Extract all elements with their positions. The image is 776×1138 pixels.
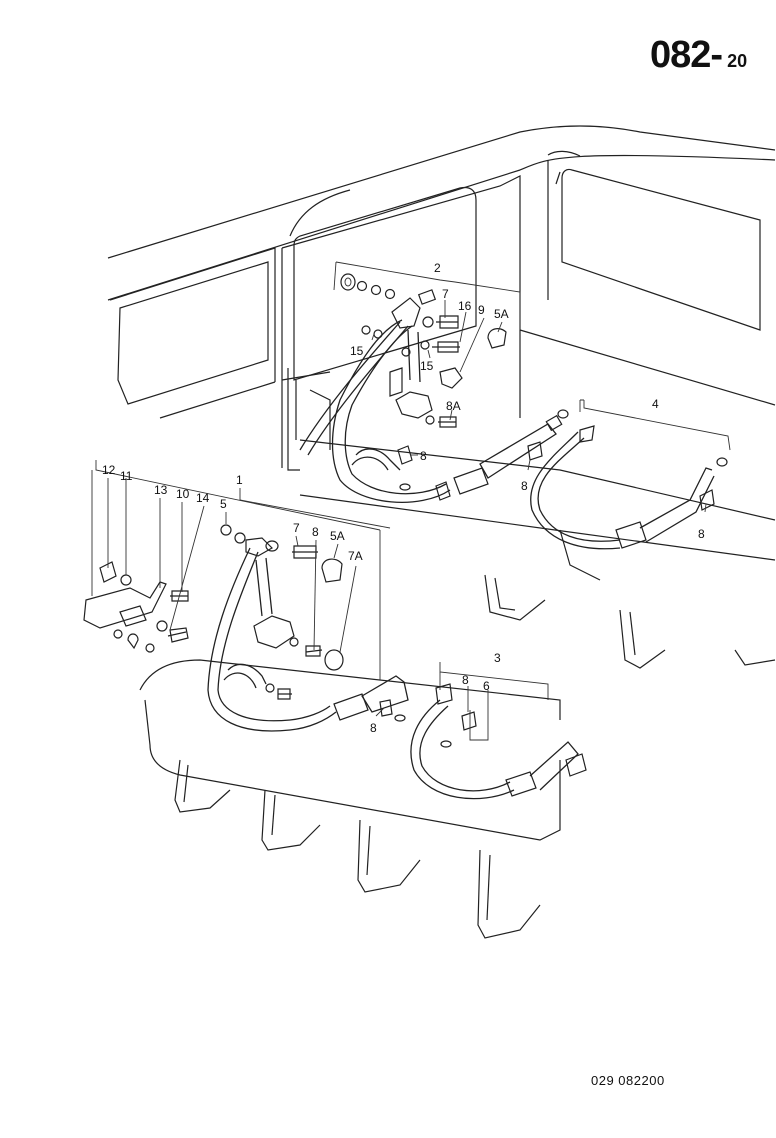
- group-label-2: 2: [434, 261, 441, 275]
- callout-g2-15a: 15: [350, 344, 364, 358]
- callout-g2-15b: 15: [420, 359, 434, 373]
- washer-icon: [156, 620, 168, 632]
- belt-buckle-icon: [505, 771, 537, 797]
- bracket-icon: [83, 581, 167, 629]
- washer-icon: [113, 629, 123, 639]
- callout-g1-7: 7: [293, 521, 300, 535]
- callout-g2-8A: 8A: [446, 399, 461, 413]
- belt-assembly-1: [207, 488, 409, 732]
- washer-icon: [356, 280, 368, 292]
- bolt-icon: [292, 545, 318, 559]
- washer-icon: [289, 637, 299, 647]
- bolt-icon: [167, 627, 189, 643]
- cover-cap-icon: [324, 649, 344, 671]
- page-number: 082-20: [650, 34, 747, 77]
- washer-icon: [234, 532, 246, 544]
- bracket-icon: [417, 289, 437, 305]
- group-label-3: 3: [494, 651, 501, 665]
- front-seat-bench: [139, 659, 561, 939]
- belt-assembly-2: [299, 261, 569, 503]
- rear-seat-frame: [299, 439, 776, 669]
- retractor-anchor-icon: [245, 537, 273, 557]
- group-label-4: 4: [652, 397, 659, 411]
- callout-g2-7: 7: [442, 287, 449, 301]
- belt-buckle-icon: [333, 693, 369, 721]
- cover-cap-icon: [487, 328, 507, 349]
- callout-g2-5A: 5A: [494, 307, 509, 321]
- callout-g3-8: 8: [462, 673, 469, 687]
- washer-icon: [399, 483, 411, 491]
- callout-g2-8: 8: [420, 449, 427, 463]
- callout-10: 10: [176, 487, 190, 501]
- group-label-1: 1: [236, 473, 243, 487]
- page-number-main: 082: [650, 34, 711, 76]
- belt-buckle-icon: [615, 521, 647, 549]
- callout-g1-7A: 7A: [348, 549, 363, 563]
- belt-buckle-icon: [435, 481, 451, 501]
- callout-12: 12: [102, 463, 116, 477]
- bolt-icon: [397, 445, 413, 465]
- retractor-anchor-icon: [391, 297, 421, 329]
- washer-icon: [394, 714, 406, 722]
- anchor-bracket-assembly: [83, 460, 381, 680]
- washer-icon: [145, 643, 155, 653]
- belt-assembly-4: [527, 399, 731, 550]
- reference-code: 029 082200: [591, 1073, 665, 1088]
- page-number-separator: -: [710, 34, 724, 76]
- callout-g1-5A: 5A: [330, 529, 345, 543]
- clip-icon: [127, 633, 139, 650]
- callout-g1-5: 5: [220, 497, 227, 511]
- cover-cap-icon: [321, 558, 343, 583]
- callout-g1-8b: 8: [370, 721, 377, 735]
- washer-icon: [716, 457, 728, 467]
- callout-g3-6: 6: [483, 679, 490, 693]
- callout-g4-8a: 8: [521, 479, 528, 493]
- retractor-icon: [253, 615, 295, 649]
- belt-buckle-icon: [453, 467, 489, 495]
- washer-icon: [422, 316, 434, 328]
- callout-g2-9: 9: [478, 303, 485, 317]
- bolt-icon: [699, 489, 715, 511]
- callout-13: 13: [154, 483, 168, 497]
- callout-g4-8b: 8: [698, 527, 705, 541]
- callout-g1-8: 8: [312, 525, 319, 539]
- callout-g2-16: 16: [458, 299, 472, 313]
- belt-assembly-3: [410, 662, 587, 800]
- washer-icon: [340, 273, 356, 291]
- bolt-icon: [438, 416, 457, 428]
- bolt-icon: [277, 688, 292, 700]
- washer-icon: [425, 415, 435, 425]
- bolt-icon: [461, 711, 477, 731]
- callout-11: 11: [120, 469, 133, 483]
- washer-icon: [220, 524, 232, 536]
- washer-icon: [120, 574, 132, 586]
- washer-icon: [557, 409, 569, 419]
- washer-icon: [370, 284, 382, 296]
- washer-icon: [384, 288, 396, 300]
- leader-lines: [107, 300, 707, 717]
- washer-icon: [440, 740, 452, 748]
- bolt-icon: [436, 315, 459, 329]
- bolt-icon: [379, 699, 393, 717]
- bolt-icon: [432, 341, 460, 353]
- bolt-icon: [527, 441, 543, 461]
- washer-icon: [420, 340, 430, 350]
- retractor-icon: [395, 391, 433, 419]
- seat-belt-strap-icon: [331, 319, 451, 503]
- bolt-icon: [305, 645, 323, 657]
- callout-14: 14: [196, 491, 210, 505]
- page-number-sub: 20: [727, 51, 748, 71]
